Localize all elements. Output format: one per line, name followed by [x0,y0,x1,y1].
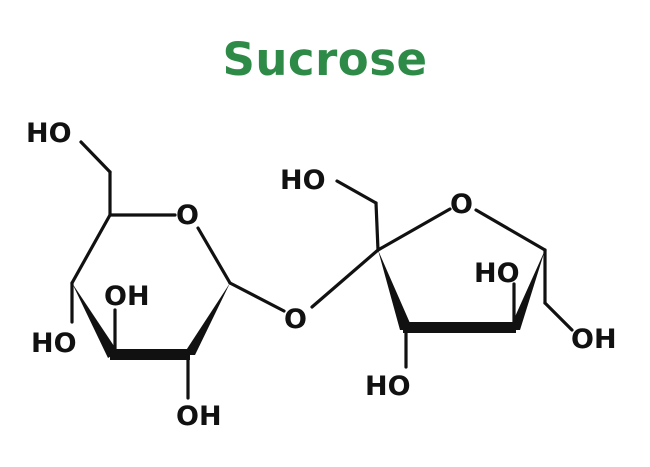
label-glucose-c2-oh: OH [176,401,222,432]
label-fructose-ch2oh-right: OH [571,324,617,355]
label-fructose-c4-oh: HO [474,258,520,289]
label-fructose-ch2oh-top: HO [280,165,326,196]
label-glucose-c3-oh: OH [104,281,150,312]
label-fructose-c3-oh: HO [365,371,411,402]
label-glucose-c4-oh: HO [31,328,77,359]
wedge-bond [509,250,545,330]
wedge-bond [72,283,118,358]
wedge-bond [183,283,230,355]
glucose-ring-bonds [70,140,286,400]
bold-bond [403,322,516,333]
fructose-ring-bonds [310,179,574,369]
label-glucose-ch2oh: HO [26,118,72,149]
wedge-bond [378,250,413,330]
bold-bond [110,349,190,360]
diagram-title: Sucrose [222,33,428,86]
label-glucose-ring-o: O [176,200,199,231]
label-fructose-ring-o: O [450,189,473,220]
label-glycosidic-o: O [284,304,307,335]
